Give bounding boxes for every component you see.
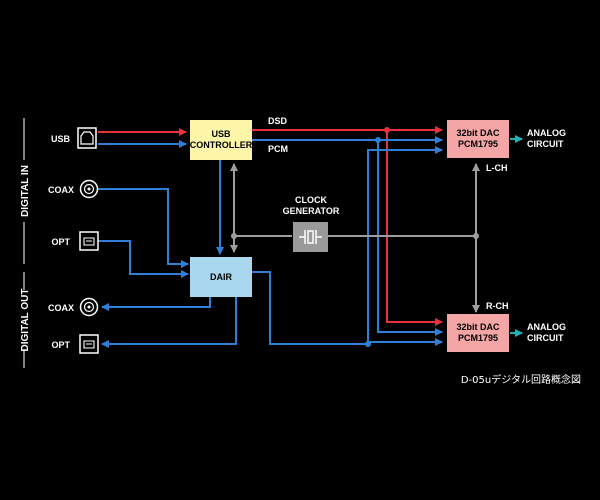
dac-r-label-2: PCM1795 — [458, 333, 498, 343]
pcm-junction — [375, 137, 381, 143]
clock-generator-block: CLOCK GENERATOR — [283, 195, 340, 252]
dac-l-label-2: PCM1795 — [458, 139, 498, 149]
dac-l-block: 32bit DAC PCM1795 — [447, 120, 509, 158]
clock-junction-left — [231, 233, 237, 239]
clock-generator-label-1: CLOCK — [295, 195, 327, 205]
usb-controller-label-1: USB — [211, 129, 231, 139]
digital-in-label: DIGITAL IN — [20, 165, 31, 217]
dsd-junction — [384, 127, 390, 133]
dair-to-dacs-line — [252, 146, 443, 345]
usb-b-port-icon — [77, 127, 97, 149]
usb-in-label: USB — [51, 134, 71, 144]
analog-l-label-1: ANALOG — [527, 128, 566, 138]
opt-in-label: OPT — [51, 237, 70, 247]
pcm-label: PCM — [268, 144, 288, 154]
usb-controller-block: USB CONTROLLER — [190, 120, 253, 160]
digital-in-group: DIGITAL IN — [20, 118, 31, 264]
clock-junction-right — [473, 233, 479, 239]
dsd-to-dac-r-line — [386, 130, 443, 326]
l-ch-label: L-CH — [486, 163, 508, 173]
dsd-label: DSD — [268, 116, 288, 126]
opt-out-line — [101, 297, 237, 348]
clock-generator-label-2: GENERATOR — [283, 206, 340, 216]
digital-out-group: DIGITAL OUT — [20, 272, 31, 368]
digital-out-label: DIGITAL OUT — [20, 289, 31, 352]
dair-label: DAIR — [210, 272, 232, 282]
dair-block: DAIR — [190, 257, 252, 297]
opt-in-line — [98, 240, 189, 278]
analog-r-label-1: ANALOG — [527, 322, 566, 332]
diagram-caption: D-05uデジタル回路概念図 — [461, 373, 581, 386]
coax-in-line — [98, 188, 189, 268]
coax-in-jack-icon — [79, 179, 99, 199]
opt-out-jack-icon — [79, 334, 99, 354]
pcm-to-dac-r-line — [377, 140, 443, 336]
dair-junction — [365, 341, 371, 347]
opt-out-label: OPT — [51, 340, 70, 350]
dac-l-label-1: 32bit DAC — [456, 128, 500, 138]
coax-in-label: COAX — [48, 185, 74, 195]
coax-out-label: COAX — [48, 303, 74, 313]
opt-in-jack-icon — [79, 231, 99, 251]
coax-out-line — [101, 297, 211, 311]
usb-controller-label-2: CONTROLLER — [190, 140, 253, 150]
dac-r-label-1: 32bit DAC — [456, 322, 500, 332]
analog-r-label-2: CIRCUIT — [527, 333, 564, 343]
analog-l-label-2: CIRCUIT — [527, 139, 564, 149]
crystal-oscillator-icon — [299, 230, 322, 244]
dac-r-block: 32bit DAC PCM1795 — [447, 314, 509, 352]
coax-out-jack-icon — [79, 297, 99, 317]
r-ch-label: R-CH — [486, 301, 509, 311]
